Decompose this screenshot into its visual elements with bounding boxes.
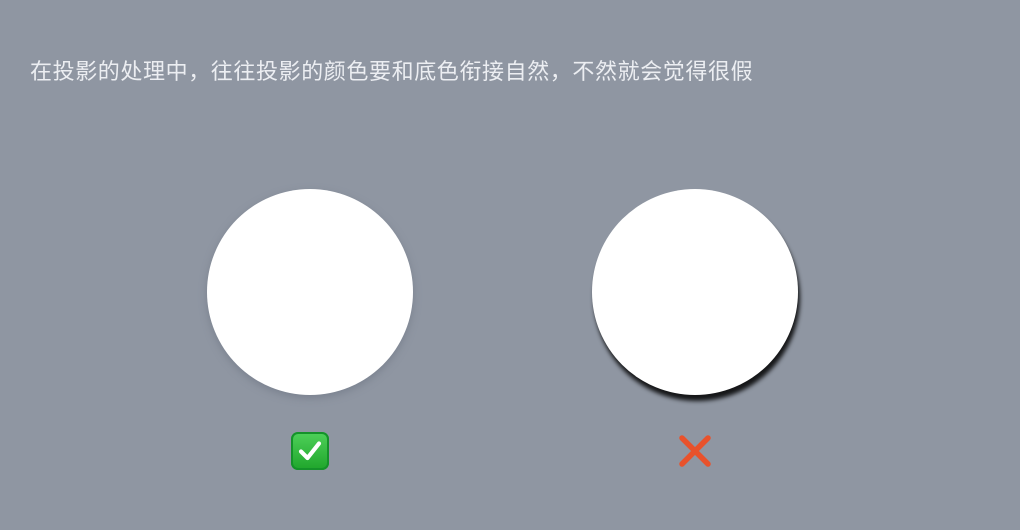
caption-text: 在投影的处理中，往往投影的颜色要和底色衔接自然，不然就会觉得很假	[30, 60, 754, 85]
circle-natural-shadow	[207, 189, 413, 395]
circle-fake-shadow	[592, 189, 798, 395]
cross-mark-icon	[676, 432, 714, 470]
check-mark-icon	[291, 432, 329, 470]
